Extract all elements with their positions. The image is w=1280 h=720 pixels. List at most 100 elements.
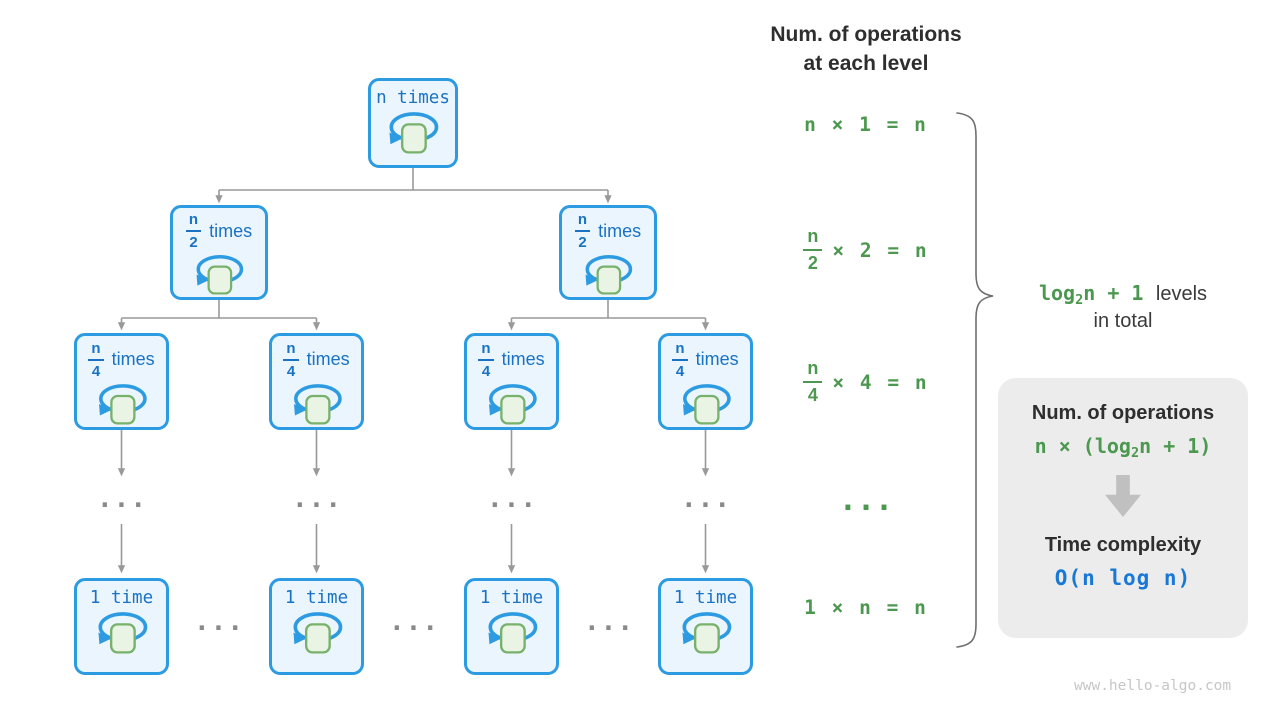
- times-label: times: [695, 349, 739, 370]
- times-label: times: [111, 349, 155, 370]
- equation-row-ellipsis: ...: [838, 483, 894, 518]
- fraction-numerator: n: [574, 211, 591, 233]
- summary-title-operations: Num. of operations: [1031, 402, 1215, 424]
- times-label: times: [306, 349, 350, 370]
- fraction-denominator: 4: [481, 362, 491, 380]
- fraction-numerator: n: [672, 340, 688, 361]
- equation-text: × 2 = n: [832, 238, 929, 262]
- complexity-formula: O(n log n): [1054, 566, 1192, 590]
- fraction-denominator: 4: [675, 362, 685, 380]
- fraction-numerator: n: [185, 211, 202, 233]
- log-rest: n + 1: [1083, 281, 1144, 305]
- tree-node-leaf-3: 1 time: [464, 578, 559, 675]
- formula-post: n + 1): [1139, 434, 1212, 458]
- fraction-denominator: 2: [578, 234, 587, 252]
- summary-title-complexity: Time complexity: [1044, 534, 1202, 556]
- down-arrow-icon: [1105, 475, 1141, 517]
- fraction-denominator: 4: [91, 362, 101, 380]
- log-text: log: [1038, 281, 1076, 305]
- loop-icon: [93, 381, 151, 427]
- fraction-numerator: n: [803, 226, 823, 251]
- in-total-text: in total: [1093, 310, 1153, 332]
- tree-node-leaf-4: 1 time: [658, 578, 753, 675]
- column-header: Num. of operations at each level: [756, 20, 976, 78]
- summary-box: Num. of operations n × (log2n + 1) Time …: [998, 378, 1248, 638]
- levels-label: log2n + 1 levels in total: [1002, 281, 1244, 333]
- equation-row-1: n × 1 = n: [780, 110, 952, 138]
- ellipsis-vertical-2: ...: [292, 484, 342, 514]
- column-header-line2: at each level: [803, 52, 929, 75]
- column-header-line1: Num. of operations: [770, 23, 962, 46]
- ellipsis-vertical-4: ...: [681, 484, 731, 514]
- ellipsis-horizontal-1: ...: [194, 607, 244, 637]
- equation-text: n × 1 = n: [804, 112, 928, 136]
- fraction-numerator: n: [283, 340, 299, 361]
- loop-icon: [288, 381, 346, 427]
- times-label: times: [209, 220, 253, 241]
- fraction-denominator: 4: [807, 385, 818, 405]
- loop-icon: [288, 609, 346, 656]
- loop-icon: [677, 609, 735, 656]
- fraction-denominator: 2: [189, 234, 198, 252]
- node-label: 1 time: [479, 588, 544, 608]
- grouping-brace: [956, 112, 994, 648]
- equation-text: 1 × n = n: [804, 595, 928, 619]
- ellipsis-vertical-1: ...: [97, 484, 147, 514]
- fraction-denominator: 4: [286, 362, 296, 380]
- log-formula: log2n + 1: [1038, 281, 1144, 308]
- loop-icon: [677, 381, 735, 427]
- fraction-denominator: 2: [807, 253, 818, 273]
- tree-node-root: n times: [368, 78, 458, 168]
- ellipsis-vertical-3: ...: [487, 484, 537, 514]
- tree-node-leaf-2: 1 time: [269, 578, 364, 675]
- watermark: www.hello-algo.com: [1074, 678, 1232, 694]
- node-label: 1 time: [284, 588, 349, 608]
- log-subscript: 2: [1075, 291, 1084, 308]
- levels-label-line1: log2n + 1 levels: [1002, 281, 1244, 310]
- operations-formula: n × (log2n + 1): [1034, 434, 1212, 461]
- times-label: times: [598, 220, 642, 241]
- equation-row-5: 1 × n = n: [780, 593, 952, 621]
- fraction-numerator: n: [88, 340, 104, 361]
- ellipsis-horizontal-2: ...: [389, 607, 439, 637]
- formula-pre: n × (log: [1034, 434, 1131, 458]
- fraction-numerator: n: [478, 340, 494, 361]
- formula-subscript: 2: [1130, 444, 1140, 461]
- levels-text: levels: [1155, 283, 1208, 305]
- fraction-numerator: n: [803, 358, 823, 383]
- node-label: 1 time: [673, 588, 738, 608]
- loop-icon: [483, 381, 541, 427]
- node-label: 1 time: [89, 588, 154, 608]
- node-label: n times: [376, 88, 450, 108]
- loop-icon: [93, 609, 151, 656]
- ellipsis-horizontal-3: ...: [584, 607, 634, 637]
- loop-icon: [190, 252, 248, 297]
- loop-icon: [579, 252, 637, 297]
- tree-node-leaf-1: 1 time: [74, 578, 169, 675]
- times-label: times: [501, 349, 545, 370]
- loop-icon: [384, 109, 442, 156]
- loop-icon: [483, 609, 541, 656]
